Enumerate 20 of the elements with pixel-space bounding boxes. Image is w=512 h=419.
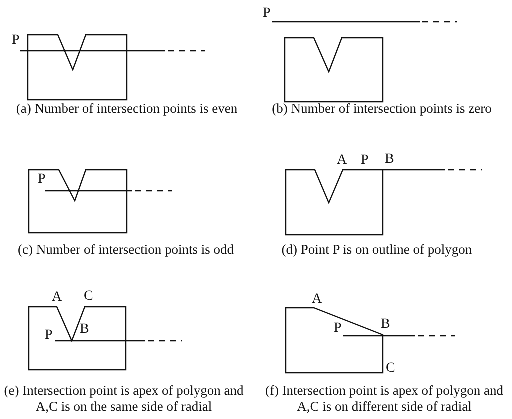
point-label: A: [312, 292, 322, 308]
point-label: P: [45, 328, 53, 344]
figure-caption: (f) Intersection point is apex of polygon and A,C is on different side of radial: [264, 383, 505, 415]
point-label: B: [385, 152, 394, 168]
point-label: B: [381, 317, 390, 333]
point-label: P: [361, 153, 369, 169]
figure-caption: (c) Number of intersection points is odd: [17, 242, 235, 258]
figure-caption: (b) Number of intersection points is zero: [271, 101, 493, 117]
figure-caption: (d) Point P is on outline of polygon: [280, 242, 474, 258]
point-label: A: [52, 290, 62, 306]
point-label: P: [334, 321, 342, 337]
point-label: P: [12, 33, 20, 49]
point-label: B: [80, 322, 90, 338]
point-label: C: [386, 361, 396, 377]
point-label: P: [263, 6, 271, 22]
figure-caption: (a) Number of intersection points is even: [15, 101, 239, 117]
point-label: P: [38, 172, 46, 188]
point-label: A: [337, 153, 348, 169]
point-label: C: [84, 289, 94, 305]
figure-caption: (e) Intersection point is apex of polygon and A,C is on the same side of radial: [3, 383, 245, 415]
